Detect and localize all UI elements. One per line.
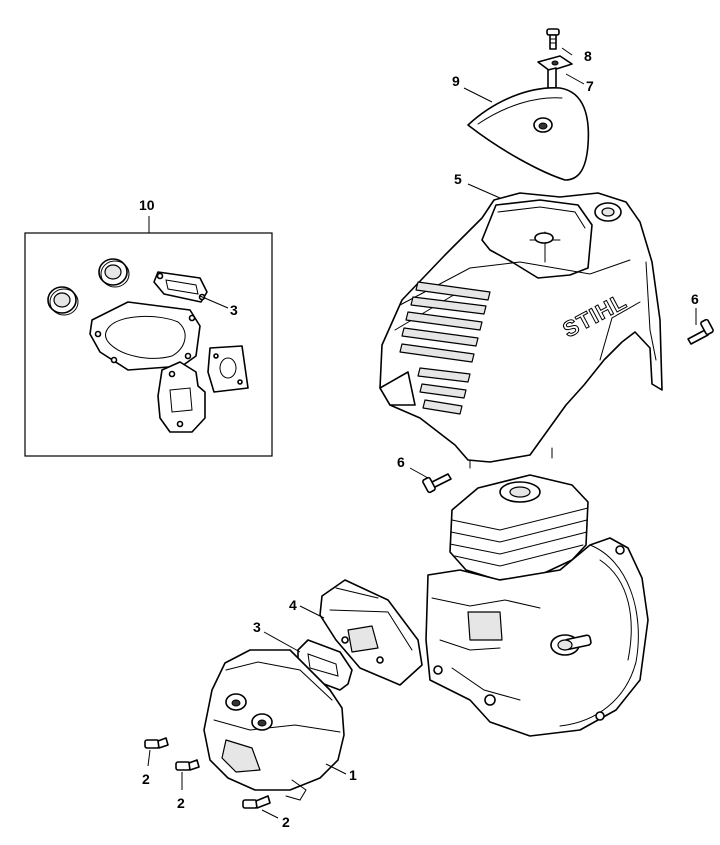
callout-9: 9 <box>452 73 460 89</box>
part-5-engine-shroud: STIHL <box>379 192 663 469</box>
callout-7: 7 <box>586 78 594 94</box>
kit-carburetor-gasket <box>207 345 249 393</box>
callout-6-mid: 6 <box>397 454 405 470</box>
part-6-screw-right <box>687 318 714 345</box>
callout-2-bottom: 2 <box>282 814 290 830</box>
shroud-grille <box>399 281 491 415</box>
callout-3-kit: 3 <box>230 302 238 318</box>
engine-cylinder-crankcase <box>425 474 649 737</box>
callout-6-right: 6 <box>691 291 699 307</box>
callout-2-mid: 2 <box>177 795 185 811</box>
part-2-screw-mid <box>175 759 200 771</box>
callout-3-gasket: 3 <box>253 619 261 635</box>
leader-lines <box>147 47 697 819</box>
part-4-heat-shield <box>319 579 423 686</box>
callout-5: 5 <box>454 171 462 187</box>
part-2-screw-bottom <box>242 795 271 809</box>
callout-2-left: 2 <box>142 771 150 787</box>
callout-1: 1 <box>349 767 357 783</box>
part-10-gasket-kit <box>24 232 273 457</box>
kit-muffler-gasket <box>153 271 208 303</box>
kit-seal-ring-left <box>47 286 79 316</box>
kit-seal-ring-right <box>98 258 130 288</box>
callout-8: 8 <box>584 48 592 64</box>
kit-intake-gasket <box>157 361 206 433</box>
part-6-screw-mid <box>422 473 452 494</box>
part-2-screw-left <box>144 737 169 749</box>
callout-10: 10 <box>139 197 155 213</box>
part-8-screw <box>546 28 560 50</box>
kit-cylinder-gasket <box>89 301 201 371</box>
callout-4: 4 <box>289 597 297 613</box>
part-1-muffler <box>203 649 345 801</box>
callout-labels: 8 7 9 5 10 3 6 6 4 3 1 2 2 2 <box>139 48 699 830</box>
part-7-bracket <box>537 55 573 93</box>
part-9-top-cover <box>467 87 590 181</box>
